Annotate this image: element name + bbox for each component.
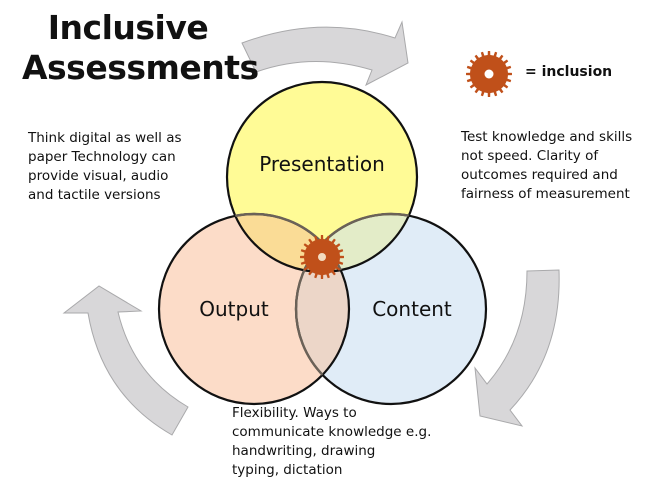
- legend-label: = inclusion: [525, 64, 613, 80]
- overlap-presentation-output: [227, 214, 349, 272]
- cycle-arrow-left: [62, 285, 189, 436]
- inner-outline: [294, 214, 349, 404]
- note-output: Flexibility. Ways to communicate knowled…: [232, 405, 432, 478]
- label-content: Content: [372, 297, 452, 321]
- cycle-arrow-top: [241, 20, 409, 87]
- note-content: Test knowledge and skills not speed. Cla…: [461, 129, 633, 202]
- gear-icon: [300, 235, 344, 279]
- gear-hole: [318, 253, 326, 261]
- label-output: Output: [199, 297, 269, 321]
- gear-hole: [484, 69, 494, 79]
- cycle-arrow-right: [474, 269, 560, 427]
- inner-outline: [294, 212, 417, 272]
- title-line-2: Assessments: [22, 48, 259, 87]
- gear-icon: [466, 51, 512, 97]
- page-title: Inclusive Assessments: [22, 8, 259, 88]
- note-presentation: Think digital as well as paper Technolog…: [28, 130, 182, 203]
- title-line-1: Inclusive: [47, 8, 209, 47]
- overlap-presentation-content: [296, 214, 417, 272]
- label-presentation: Presentation: [259, 152, 385, 176]
- inner-outline: [227, 212, 351, 272]
